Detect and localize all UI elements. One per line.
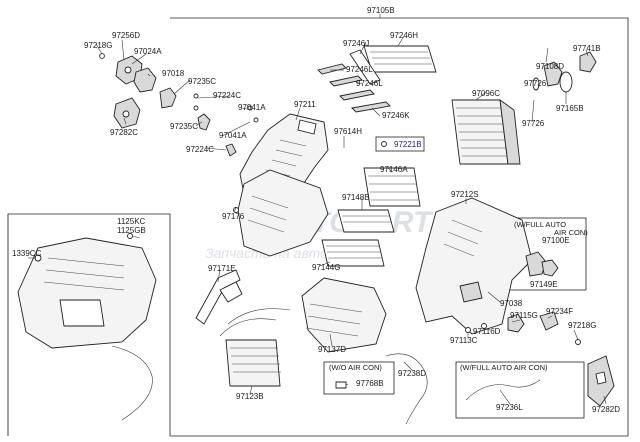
label-97246l-2: 97246L	[356, 79, 383, 88]
label-97218g-2: 97218G	[568, 321, 596, 330]
label-97137d: 97137D	[318, 345, 346, 354]
actuator-97282c	[113, 97, 141, 129]
label-97726-2: 97726	[522, 119, 545, 128]
label-97176: 97176	[222, 212, 245, 221]
label-97224c-2: 97224C	[186, 145, 214, 154]
label-97148b: 97148B	[342, 193, 370, 202]
label-97165b: 97165B	[556, 104, 584, 113]
note-full-auto-bottom: (W/FULL AUTO AIR CON)	[460, 363, 548, 372]
label-97246j: 97246J	[343, 39, 369, 48]
label-97224c: 97224C	[213, 91, 241, 100]
label-97100e: 97100E	[542, 236, 570, 245]
screw-97218g	[99, 53, 105, 59]
blower-unit-1125kc	[17, 233, 157, 421]
label-97123b: 97123B	[236, 392, 264, 401]
door-97148b	[337, 209, 395, 233]
wo-air-con-box	[323, 361, 395, 395]
label-97144g: 97144G	[312, 263, 340, 272]
label-1339cc: 1339CC	[12, 249, 42, 258]
note-wo-air-con: (W/O AIR CON)	[329, 363, 382, 372]
note-full-auto-top-1: (W/FULL AUTO	[514, 220, 566, 229]
label-97246l: 97246L	[346, 65, 373, 74]
lower-case-97137d	[301, 277, 387, 353]
label-97113c: 97113C	[450, 336, 478, 345]
full-auto-box-bottom	[455, 361, 585, 419]
label-97235c: 97235C	[188, 77, 216, 86]
label-97096c: 97096C	[472, 89, 500, 98]
notes: (W/FULL AUTO AIR CON) (W/O AIR CON) (W/F…	[329, 220, 588, 372]
label-97116d: 97116D	[473, 327, 501, 336]
label-97108d: 97108D	[536, 62, 564, 71]
drain-hose-97238d	[385, 353, 428, 425]
label-97234f: 97234F	[546, 307, 573, 316]
label-97024a: 97024A	[134, 47, 162, 56]
screw-97176	[233, 207, 239, 213]
label-97246h: 97246H	[390, 31, 418, 40]
label-97282d: 97282D	[592, 405, 620, 414]
filter-strip-97246l	[317, 63, 347, 75]
label-97038: 97038	[500, 299, 523, 308]
door-97144g	[321, 239, 385, 267]
duct-97171e	[195, 269, 241, 325]
label-97726: 97726	[524, 79, 547, 88]
label-97212s: 97212S	[451, 190, 479, 199]
label-97018: 97018	[162, 69, 185, 78]
cabin-filter-97246h	[363, 45, 437, 73]
leader-lines	[28, 35, 607, 405]
label-97256d: 97256D	[112, 31, 140, 40]
lower-case-assembly-97171e	[237, 169, 329, 257]
mode-door-97146a	[363, 167, 421, 207]
label-97041a: 97041A	[238, 103, 266, 112]
filter-cover-97246j	[349, 49, 381, 85]
part-97768b	[335, 381, 347, 389]
part-labels: 97105B 97218G 97256D 97024A 97018 97235C…	[12, 6, 620, 414]
label-97041a-2: 97041A	[219, 131, 247, 140]
label-97235c-2: 97235C	[170, 122, 198, 131]
label-1125kc: 1125KC	[117, 217, 146, 226]
label-97768b: 97768B	[356, 379, 384, 388]
label-97246k: 97246K	[382, 111, 410, 120]
label-97218g: 97218G	[84, 41, 112, 50]
label-97171e: 97171E	[208, 264, 236, 273]
link-97235c	[159, 87, 177, 109]
label-97741b: 97741B	[573, 44, 601, 53]
label-97221b: 97221B	[394, 140, 422, 149]
label-97211: 97211	[294, 100, 316, 109]
heater-core-97123b	[219, 308, 291, 387]
evaporator-97096c	[451, 99, 521, 165]
heater-case-97212s	[415, 197, 533, 335]
label-1125gb: 1125GB	[117, 226, 146, 235]
label-97236l: 97236L	[496, 403, 523, 412]
label-97238d: 97238D	[398, 369, 426, 378]
note-full-auto-top-2: AIR CON)	[554, 228, 588, 237]
pipe-97236l	[465, 379, 541, 401]
label-97105b: 97105B	[367, 6, 395, 15]
lever-97018	[133, 67, 157, 93]
label-97149e: 97149E	[530, 280, 558, 289]
bracket-box-97221b	[375, 136, 425, 152]
label-97614h: 97614H	[334, 127, 362, 136]
label-97282c: 97282C	[110, 128, 138, 137]
label-97146a: 97146A	[380, 165, 408, 174]
label-97115g: 97115G	[510, 311, 538, 320]
